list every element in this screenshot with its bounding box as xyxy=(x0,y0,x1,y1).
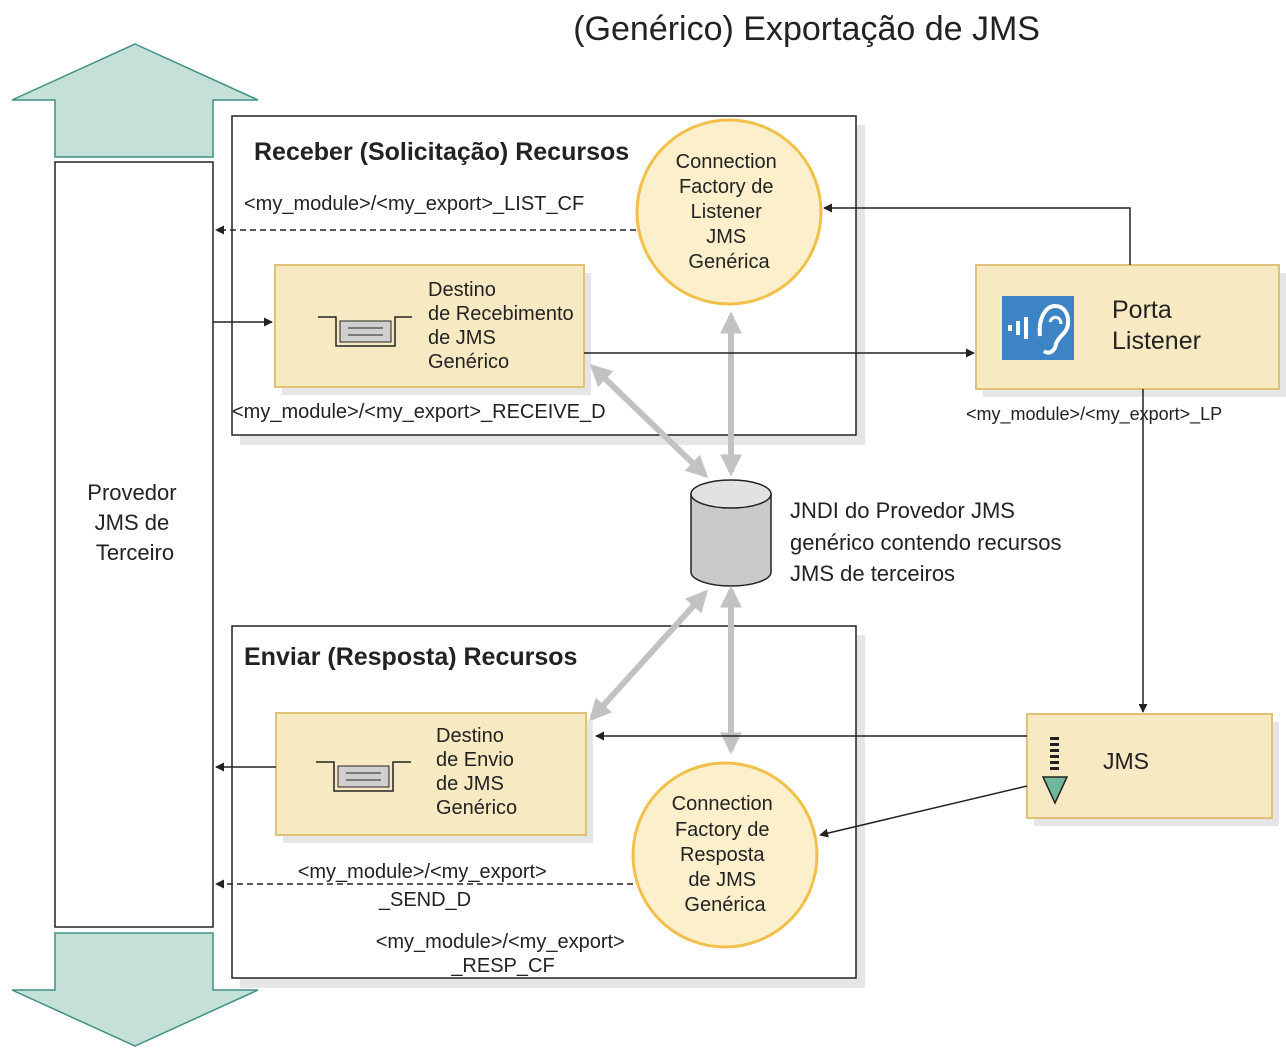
down-arrow xyxy=(11,932,259,1047)
send-destination-label: Destino de Envio de JMS Genérico xyxy=(436,725,519,819)
listener-port-label-line2: Listener xyxy=(1112,327,1201,355)
jms-binding: JMS xyxy=(1026,713,1279,826)
response-factory-id: <my_module>/<my_export> _RESP_CF xyxy=(376,931,631,977)
jms-binding-box xyxy=(1026,713,1273,819)
jndi-link-receive-destination xyxy=(589,363,709,479)
receive-group-title: Receber (Solicitação) Recursos xyxy=(254,138,629,166)
provider-label: Provedor JMS de Terceiro xyxy=(87,480,182,565)
send-group-title: Enviar (Resposta) Recursos xyxy=(244,643,577,671)
jndi-database: JNDI do Provedor JMS genérico contendo r… xyxy=(690,479,1068,587)
response-factory-label: Connection Factory de Resposta de JMS Ge… xyxy=(672,793,779,916)
jms-binding-label: JMS xyxy=(1103,748,1149,774)
ear-icon xyxy=(1002,296,1074,360)
listener-factory-circle xyxy=(635,118,823,306)
arrow-jms-to-response-factory xyxy=(819,785,1028,838)
provider-column: Provedor JMS de Terceiro xyxy=(11,43,259,1047)
jndi-label: JNDI do Provedor JMS genérico contendo r… xyxy=(790,498,1068,586)
diagram-title: (Genérico) Exportação de JMS xyxy=(573,10,1040,48)
queue-arrow-icon xyxy=(1041,737,1069,805)
listener-port-label-line1: Porta xyxy=(1112,296,1172,324)
flow-arrows xyxy=(213,203,1148,889)
provider-box xyxy=(54,161,214,928)
receive-destination-id: <my_module>/<my_export>_RECEIVE_D xyxy=(232,401,606,423)
listener-factory-label: Connection Factory de Listener JMS Genér… xyxy=(676,151,783,273)
receive-destination-box xyxy=(274,264,585,388)
jndi-links xyxy=(589,311,742,755)
response-factory-circle xyxy=(631,761,819,949)
send-destination-id: <my_module>/<my_export> _SEND_D xyxy=(298,861,553,911)
queue-icon xyxy=(316,761,411,792)
jndi-link-send-destination xyxy=(589,589,708,722)
arrow-listener-port-to-listener-factory xyxy=(823,203,1131,265)
receive-resources-group: Receber (Solicitação) Recursos Destino d… xyxy=(231,115,865,445)
listener-port-id: <my_module>/<my_export>_LP xyxy=(966,404,1222,425)
listener-port: Porta Listener <my_module>/<my_export>_L… xyxy=(966,264,1286,425)
queue-icon xyxy=(318,316,412,347)
listener-factory-id: <my_module>/<my_export>_LIST_CF xyxy=(244,193,584,215)
send-resources-group: Enviar (Resposta) Recursos Destino de En… xyxy=(231,625,865,988)
send-destination-box xyxy=(275,712,587,836)
up-arrow xyxy=(11,43,259,158)
receive-destination-label: Destino de Recebimento de JMS Genérico xyxy=(428,279,579,373)
